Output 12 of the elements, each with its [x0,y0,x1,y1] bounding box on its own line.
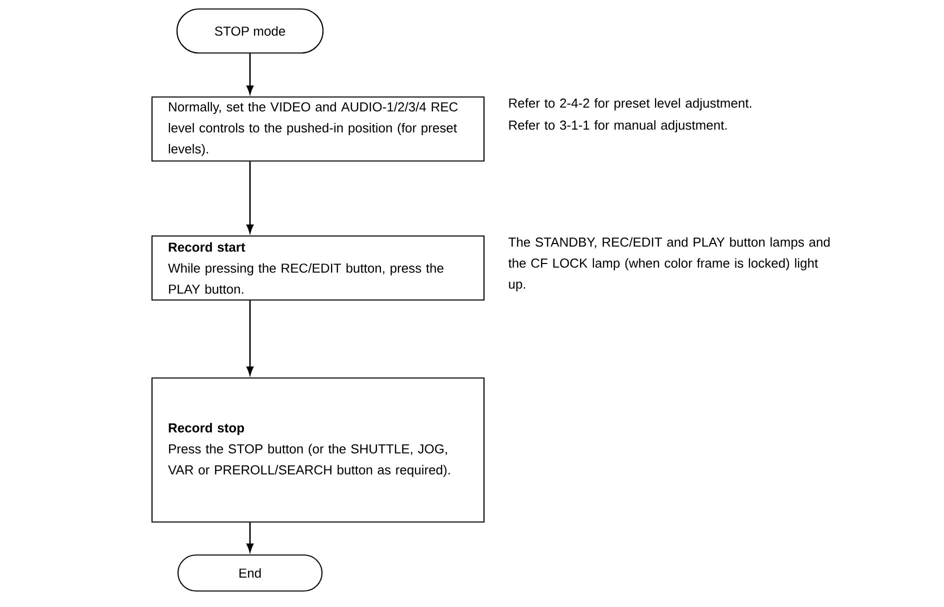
arrow [246,162,254,234]
arrow [246,522,254,552]
arrow [246,54,254,94]
process-box: Normally, set the VIDEO and AUDIO-1/2/3/4 REC level controls to the pushed-in position (for preset levels). [151,96,485,162]
arrow [246,300,254,376]
terminal-pill: STOP mode [176,8,324,54]
terminal-pill: End [177,554,323,592]
process-box: Record start While pressing the REC/EDIT button, press the PLAY button. [151,235,485,301]
process-box: Record stop Press the STOP button (or the SHUTTLE, JOG, VAR or PREROLL/SEARCH button as required). [151,377,485,523]
note-text: Refer to 3-1-1 for manual adjustment. [509,120,727,132]
note-text: The STANDBY, REC/EDIT and PLAY button lamps and the CF LOCK lamp (when color frame is locked) light up. [508,237,830,292]
note-text: Refer to 2-4-2 for preset level adjustment. [509,98,752,110]
